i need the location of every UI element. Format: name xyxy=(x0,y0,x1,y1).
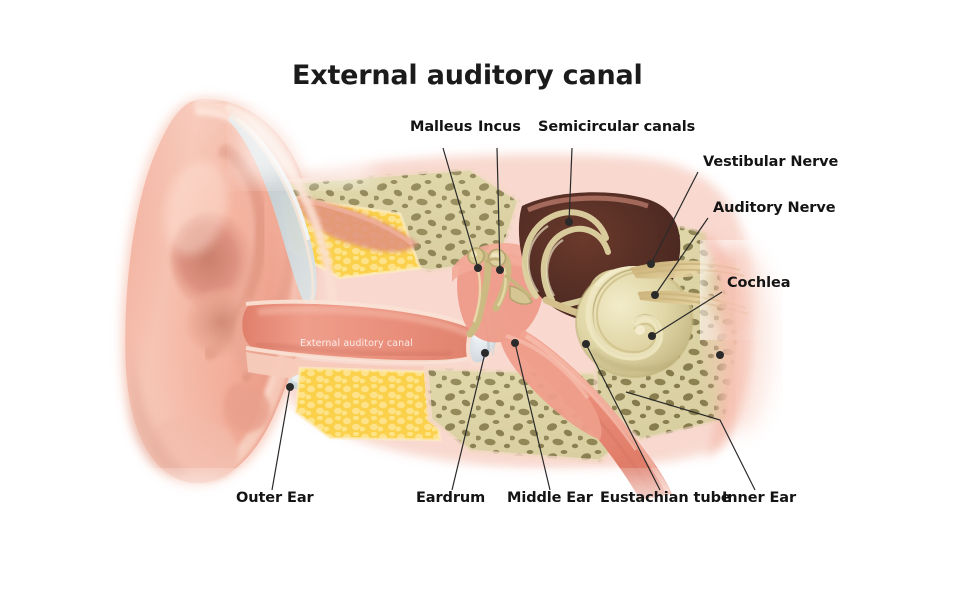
label-middle-ear: Middle Ear xyxy=(507,490,593,506)
label-eustachian-tube: Eustachian tube xyxy=(600,490,731,506)
label-semicircular-canals: Semicircular canals xyxy=(538,119,696,135)
label-eardrum: Eardrum xyxy=(416,490,486,506)
canal-inline-label: External auditory canal xyxy=(300,338,413,349)
label-outer-ear: Outer Ear xyxy=(236,490,314,506)
label-vestibular-nerve: Vestibular Nerve xyxy=(703,154,839,170)
label-malleus: Malleus xyxy=(410,119,473,135)
label-incus: Incus xyxy=(478,119,521,135)
label-cochlea: Cochlea xyxy=(727,275,791,291)
page-title: External auditory canal xyxy=(292,60,643,91)
label-inner-ear: Inner Ear xyxy=(722,490,797,506)
label-auditory-nerve: Auditory Nerve xyxy=(713,200,836,216)
